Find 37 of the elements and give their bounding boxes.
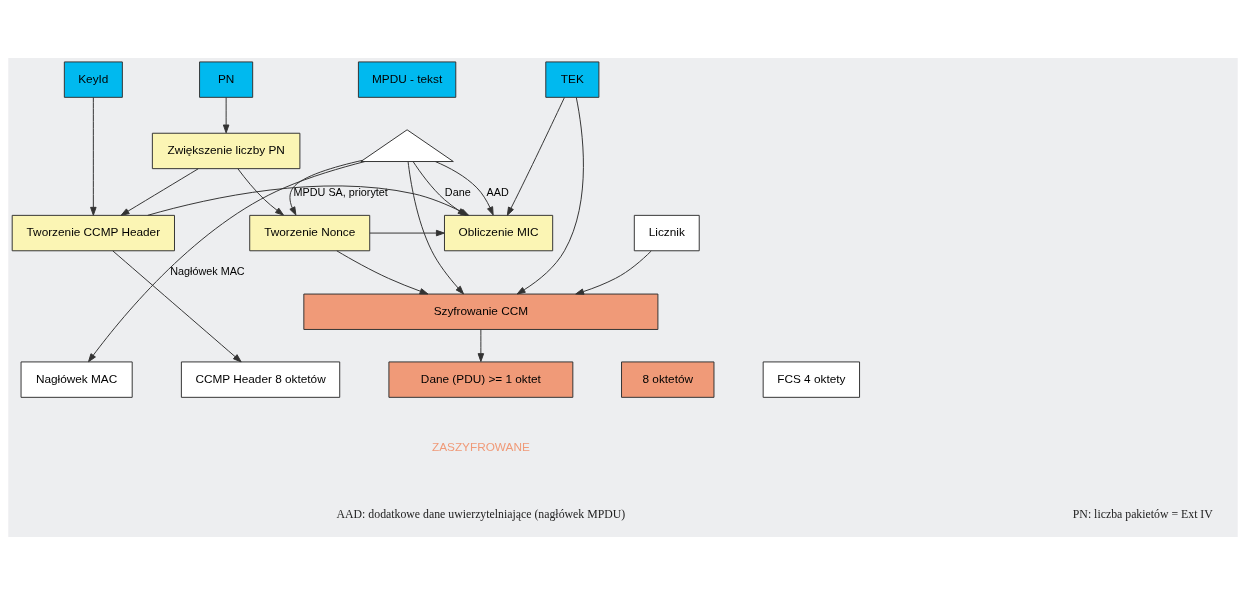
node-box: 8 oktetów xyxy=(621,360,715,398)
arrow xyxy=(575,250,652,295)
arrow xyxy=(237,167,284,216)
arrow xyxy=(407,160,464,294)
node-box: Tworzenie CCMP Header xyxy=(11,214,175,251)
node-box: MPDU - tekst xyxy=(357,60,457,98)
node-box: Zwiększenie liczby PN xyxy=(151,132,301,169)
arrow xyxy=(112,249,242,362)
label: ZASZYFROWANE xyxy=(431,439,530,454)
node-box: TEK xyxy=(545,60,600,98)
node-box: Licznik xyxy=(633,214,700,251)
arrow xyxy=(516,96,584,294)
node-box: Szyfrowanie CCM xyxy=(303,293,659,330)
node-box: FCS 4 oktety xyxy=(762,360,861,398)
node-triangle xyxy=(360,128,454,162)
node-box: PN xyxy=(199,60,254,98)
arrow xyxy=(88,160,366,362)
label: PN: liczba pakietów = Ext IV xyxy=(1072,506,1213,521)
edge-label: AAD xyxy=(486,185,509,198)
node-box: CCMP Header 8 oktetów xyxy=(180,360,341,398)
arrow xyxy=(369,229,445,236)
arrow xyxy=(222,96,230,133)
edge-label: Nagłówek MAC xyxy=(170,264,245,277)
node-box: Tworzenie Nonce xyxy=(249,214,371,251)
arrow xyxy=(477,328,485,362)
arrow xyxy=(506,96,565,216)
node-box: KeyId xyxy=(63,60,123,98)
edge-label: Dane xyxy=(444,185,471,198)
node-box: Nagłówek MAC xyxy=(20,360,133,398)
arrow xyxy=(336,249,429,294)
node-box: Obliczenie MIC xyxy=(444,214,554,251)
arrow xyxy=(90,96,97,216)
label: AAD: dodatkowe dane uwierzytelniające (nagłówek MPDU) xyxy=(336,506,626,521)
arrow xyxy=(289,159,363,216)
node-box: Dane (PDU) >= 1 oktet xyxy=(388,360,574,398)
edge-label: MPDU SA, priorytet xyxy=(293,185,388,198)
arrow xyxy=(120,167,199,216)
